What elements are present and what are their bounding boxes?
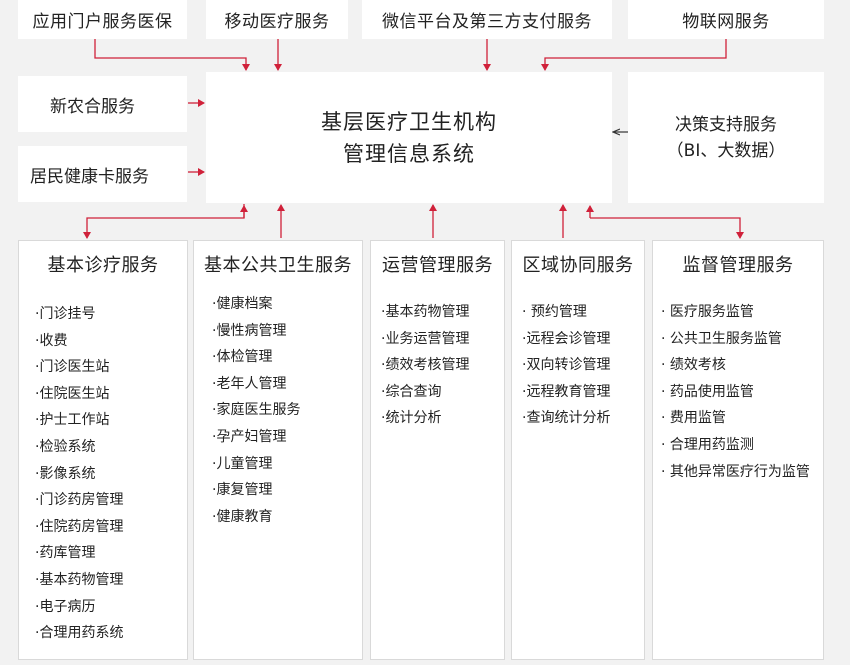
arrow-iot-to-center	[541, 39, 727, 71]
list-item: ·康复管理	[212, 482, 273, 499]
list-item: ·查询统计分析	[522, 410, 611, 427]
list-item: ·业务运营管理	[381, 330, 470, 347]
column-public-health: 基本公共卫生服务 ·健康档案 ·慢性病管理 ·体检管理 ·老年人管理 ·家庭医生…	[193, 240, 363, 660]
list-item: ·统计分析	[381, 410, 442, 427]
right-box-line2: （BI、大数据）	[666, 140, 786, 161]
list-item: · 费用监管	[661, 410, 726, 427]
list-item: · 医疗服务监管	[661, 304, 754, 320]
list-item: · 预约管理	[522, 304, 587, 320]
list-item: ·门诊挂号	[35, 306, 96, 322]
column-item-list: · 预约管理 ·远程会诊管理 ·双向转诊管理 ·远程教育管理 ·查询统计分析	[522, 299, 610, 432]
list-item: ·基本药物管理	[381, 304, 470, 320]
center-box-core-system: 基层医疗卫生机构 管理信息系统	[206, 72, 612, 203]
left-box-health-card: 居民健康卡服务	[18, 146, 187, 202]
top-box-label: 移动医疗服务	[224, 12, 330, 32]
column-item-list: ·门诊挂号 ·收费 ·门诊医生站 ·住院医生站 ·护士工作站 ·检验系统 ·影像…	[35, 301, 123, 647]
arrow-portal-to-center	[94, 39, 250, 71]
list-item: ·儿童管理	[212, 455, 273, 472]
list-item: ·慢性病管理	[212, 322, 287, 339]
arrow-center-to-supervision	[590, 217, 744, 239]
list-item: ·合理用药系统	[35, 625, 124, 642]
top-box-wechat-payment: 微信平台及第三方支付服务	[362, 0, 612, 39]
right-box-line1: 决策支持服务	[675, 114, 777, 135]
list-item: ·综合查询	[381, 383, 442, 400]
list-item: ·基本药物管理	[35, 571, 124, 588]
column-title: 区域协同服务	[522, 255, 634, 276]
right-box-decision-support: 决策支持服务 （BI、大数据）	[628, 72, 824, 203]
list-item: ·收费	[35, 332, 68, 349]
top-box-mobile-medical: 移动医疗服务	[206, 0, 348, 39]
left-box-label: 居民健康卡服务	[30, 166, 149, 187]
list-item: ·住院药房管理	[35, 518, 124, 535]
column-title: 基本公共卫生服务	[204, 255, 352, 276]
list-item: · 其他异常医疗行为监管	[661, 463, 810, 480]
top-box-portal-insurance: 应用门户服务医保	[18, 0, 187, 39]
list-item: · 合理用药监测	[661, 436, 754, 453]
column-supervision: 监督管理服务 · 医疗服务监管 · 公共卫生服务监管 · 绩效考核 · 药品使用…	[652, 240, 824, 660]
list-item: · 药品使用监管	[661, 383, 754, 400]
list-item: ·检验系统	[35, 438, 96, 455]
arrow-center-to-basic-diagnosis	[83, 204, 245, 239]
left-box-label: 新农合服务	[50, 96, 135, 117]
top-box-label: 物联网服务	[682, 12, 770, 32]
list-item: · 绩效考核	[661, 357, 726, 374]
list-item: ·门诊药房管理	[35, 492, 124, 509]
center-title-line1: 基层医疗卫生机构	[321, 109, 497, 134]
list-item: ·健康档案	[212, 296, 273, 312]
list-item: ·体检管理	[212, 349, 273, 366]
list-item: ·远程会诊管理	[522, 330, 611, 347]
column-title: 监督管理服务	[682, 255, 794, 276]
list-item: ·双向转诊管理	[522, 357, 611, 374]
list-item: ·住院医生站	[35, 385, 110, 402]
column-item-list: ·基本药物管理 ·业务运营管理 ·绩效考核管理 ·综合查询 ·统计分析	[381, 299, 469, 432]
left-box-ncms: 新农合服务	[18, 76, 187, 132]
list-item: ·绩效考核管理	[381, 357, 470, 374]
list-item: ·护士工作站	[35, 412, 110, 429]
list-item: · 公共卫生服务监管	[661, 330, 782, 347]
list-item: ·电子病历	[35, 598, 96, 615]
column-regional-collaboration: 区域协同服务 · 预约管理 ·远程会诊管理 ·双向转诊管理 ·远程教育管理 ·查…	[511, 240, 645, 660]
list-item: ·健康教育	[212, 508, 273, 525]
top-box-label: 应用门户服务医保	[32, 12, 173, 32]
column-item-list: ·健康档案 ·慢性病管理 ·体检管理 ·老年人管理 ·家庭医生服务 ·孕产妇管理…	[212, 291, 300, 530]
list-item: ·门诊医生站	[35, 359, 110, 376]
column-title: 运营管理服务	[382, 255, 493, 276]
list-item: ·远程教育管理	[522, 383, 611, 400]
list-item: ·药库管理	[35, 545, 96, 562]
top-box-iot: 物联网服务	[628, 0, 824, 39]
column-title: 基本诊疗服务	[47, 255, 159, 276]
column-operations: 运营管理服务 ·基本药物管理 ·业务运营管理 ·绩效考核管理 ·综合查询 ·统计…	[370, 240, 505, 660]
list-item: ·家庭医生服务	[212, 402, 301, 419]
center-title-line2: 管理信息系统	[343, 141, 475, 166]
top-box-label: 微信平台及第三方支付服务	[382, 12, 592, 32]
column-basic-diagnosis: 基本诊疗服务 ·门诊挂号 ·收费 ·门诊医生站 ·住院医生站 ·护士工作站 ·检…	[18, 240, 188, 660]
list-item: ·影像系统	[35, 465, 96, 482]
list-item: ·孕产妇管理	[212, 428, 287, 445]
column-item-list: · 医疗服务监管 · 公共卫生服务监管 · 绩效考核 · 药品使用监管 · 费用…	[661, 299, 811, 481]
list-item: ·老年人管理	[212, 375, 287, 392]
